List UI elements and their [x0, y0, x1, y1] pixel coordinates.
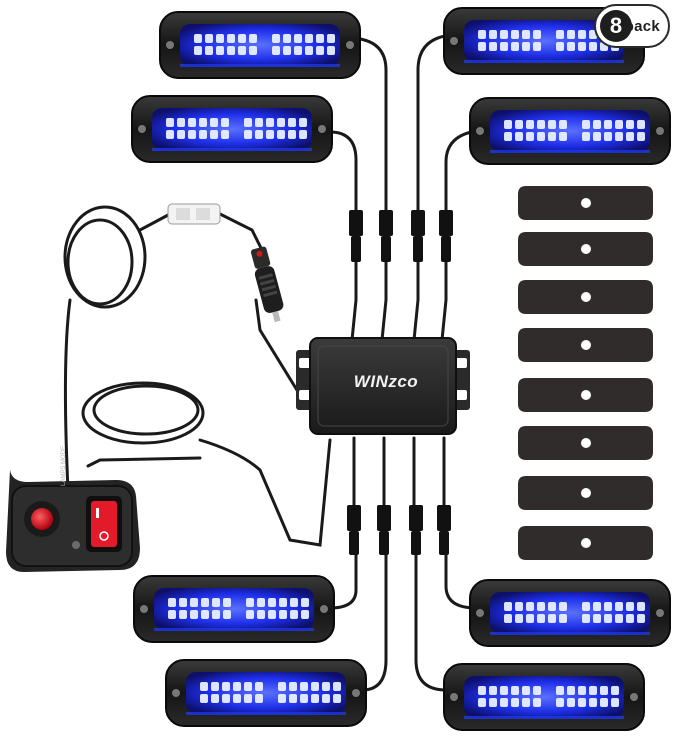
light-head — [159, 11, 361, 79]
inline-fuse — [167, 203, 221, 225]
mounting-plate — [518, 186, 653, 220]
mounting-plates — [518, 186, 653, 560]
control-box — [296, 337, 470, 435]
light-head — [133, 575, 335, 643]
light-head — [469, 579, 671, 647]
light-head — [443, 663, 645, 731]
light-head — [469, 97, 671, 165]
cigarette-plug — [250, 246, 284, 323]
connector-plugs — [347, 210, 453, 555]
light-head — [443, 7, 645, 75]
mounting-plate — [518, 426, 653, 460]
light-head — [165, 659, 367, 727]
light-heads — [131, 7, 671, 731]
mounting-plate — [518, 232, 653, 266]
switch-label: LAMPS MODE — [61, 445, 67, 486]
mounting-plate — [518, 476, 653, 510]
light-head — [131, 95, 333, 163]
switch-box — [6, 470, 140, 572]
pack-count-badge: 8 pack — [594, 4, 670, 48]
mounting-plate — [518, 280, 653, 314]
mounting-plate — [518, 378, 653, 412]
pack-count-number: 8 — [600, 10, 632, 42]
pack-word: pack — [624, 17, 660, 35]
mounting-plate — [518, 328, 653, 362]
brand-logo: WINzco — [353, 372, 419, 391]
mounting-plate — [518, 526, 653, 560]
